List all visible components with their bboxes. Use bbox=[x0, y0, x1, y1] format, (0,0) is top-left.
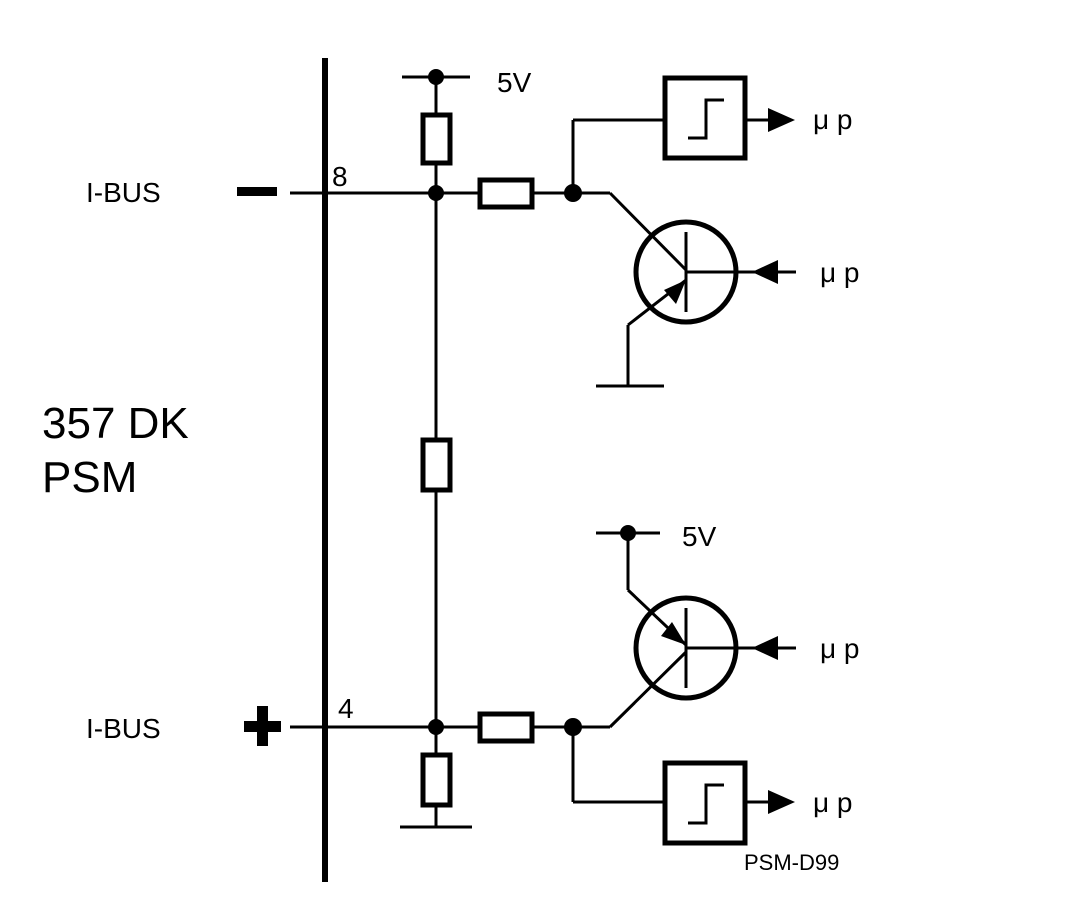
supply-bottom-label: 5V bbox=[682, 521, 717, 552]
minus-sign-icon bbox=[237, 187, 277, 196]
hysteresis-icon-top bbox=[688, 98, 724, 140]
pulldown-resistor bbox=[420, 752, 453, 808]
bus-minus-label: I-BUS bbox=[86, 177, 161, 208]
plus-sign-icon bbox=[244, 706, 281, 746]
arrow-out-top-icon bbox=[768, 108, 795, 132]
pullup-resistor bbox=[420, 112, 453, 166]
middle-resistor bbox=[420, 437, 453, 493]
in-bottom-label: μ p bbox=[820, 633, 859, 664]
tr-top-collector bbox=[608, 191, 688, 272]
in-top-label: μ p bbox=[820, 257, 859, 288]
arrow-in-top-icon bbox=[752, 260, 778, 284]
supply-top-label: 5V bbox=[497, 67, 532, 98]
emitter-arrow-top-icon bbox=[664, 280, 686, 304]
emitter-arrow-bottom-icon bbox=[661, 622, 686, 645]
bus-plus-label: I-BUS bbox=[86, 713, 161, 744]
out-top-label: μ p bbox=[813, 104, 852, 135]
pin-plus-number: 4 bbox=[338, 693, 354, 724]
pin-minus-number: 8 bbox=[332, 161, 348, 192]
hysteresis-icon-bottom bbox=[688, 783, 724, 825]
series-resistor-top bbox=[477, 177, 535, 210]
arrow-in-bottom-icon bbox=[752, 636, 778, 660]
device-label-line1: 357 DK bbox=[42, 399, 189, 448]
out-bottom-label: μ p bbox=[813, 787, 852, 818]
device-label-line2: PSM bbox=[42, 453, 137, 502]
tr-bottom-collector bbox=[608, 650, 688, 729]
figure-code: PSM-D99 bbox=[744, 850, 839, 875]
arrow-out-bottom-icon bbox=[768, 790, 795, 814]
series-resistor-bottom bbox=[477, 711, 535, 744]
